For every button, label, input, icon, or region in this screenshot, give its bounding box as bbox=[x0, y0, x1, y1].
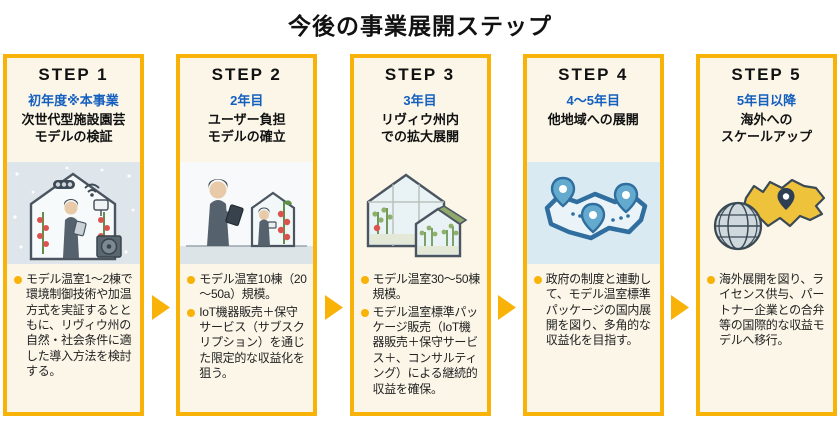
bullet-text: モデル温室1～2棟で環境制御技術や加温方式を実証するとともに、リヴィウ州の自然・… bbox=[26, 272, 133, 379]
step-card-5: STEP 5 5年目以降 海外への スケールアップ 海外展開を図り、ライセンス供 bbox=[696, 54, 837, 416]
bullet-dot-icon bbox=[187, 308, 196, 317]
steps-row: STEP 1 初年度※本事業 次世代型施設園芸 モデルの検証 bbox=[0, 54, 840, 416]
list-item: IoT機器販売＋保守サービス（サブスクリプション）を通じた限定的な収益化を狙う。 bbox=[187, 305, 307, 382]
bullet-dot-icon bbox=[360, 308, 369, 317]
step-arrow-icon bbox=[323, 294, 344, 326]
workers-tablet-greenhouse-illustration bbox=[180, 162, 314, 264]
list-item: モデル温室標準パッケージ販売（IoT機器販売＋保守サービス＋、コンサルティング）… bbox=[360, 304, 481, 397]
step-card-header: STEP 1 初年度※本事業 次世代型施設園芸 モデルの検証 bbox=[7, 58, 140, 162]
winter-greenhouse-iot-illustration bbox=[7, 162, 140, 264]
step-arrow-icon bbox=[496, 294, 517, 326]
region-map-pins-illustration bbox=[526, 162, 660, 264]
step-period: 2年目 bbox=[230, 93, 264, 108]
step-card-1: STEP 1 初年度※本事業 次世代型施設園芸 モデルの検証 bbox=[3, 54, 144, 416]
step-card-header: STEP 5 5年目以降 海外への スケールアップ bbox=[700, 58, 833, 162]
bullet-dot-icon bbox=[707, 276, 715, 284]
bullet-text: 海外展開を図り、ライセンス供与、パートナー企業との合弁等の国際的な収益モデルへ移… bbox=[719, 272, 825, 348]
step-card-header: STEP 2 2年目 ユーザー負担 モデルの確立 bbox=[180, 58, 313, 162]
step-card-4: STEP 4 4～5年目 他地域への展開 bbox=[522, 54, 664, 416]
bullet-dot-icon bbox=[360, 276, 369, 284]
step-arrow-icon bbox=[669, 294, 690, 326]
step-arrow-icon bbox=[150, 294, 171, 326]
list-item: 海外展開を図り、ライセンス供与、パートナー企業との合弁等の国際的な収益モデルへ移… bbox=[707, 272, 827, 349]
step-heading: 海外への スケールアップ bbox=[720, 112, 812, 144]
bullet-text: モデル温室10棟（20～50a）規模。 bbox=[199, 272, 307, 302]
step-label: STEP 4 bbox=[558, 65, 629, 84]
step-label: STEP 3 bbox=[384, 65, 456, 84]
bullet-dot-icon bbox=[14, 276, 22, 284]
step-heading: リヴィウ州内 での拡大展開 bbox=[380, 112, 459, 144]
bullet-list: モデル温室10棟（20～50a）規模。 IoT機器販売＋保守サービス（サブスクリ… bbox=[180, 272, 313, 412]
step-heading: 次世代型施設園芸 モデルの検証 bbox=[21, 112, 126, 144]
list-item: モデル温室30～50棟規模。 bbox=[360, 272, 481, 303]
globe-ukraine-map-illustration bbox=[700, 162, 833, 264]
bullet-text: モデル温室標準パッケージ販売（IoT機器販売＋保守サービス＋、コンサルティング）… bbox=[372, 304, 479, 396]
step-period: 3年目 bbox=[403, 93, 437, 108]
bullet-list: 海外展開を図り、ライセンス供与、パートナー企業との合弁等の国際的な収益モデルへ移… bbox=[700, 272, 833, 412]
bullet-text: モデル温室30～50棟規模。 bbox=[372, 272, 481, 302]
two-greenhouses-illustration bbox=[353, 162, 487, 264]
step-heading: ユーザー負担 モデルの確立 bbox=[207, 112, 286, 144]
step-period: 初年度※本事業 bbox=[28, 93, 119, 108]
bullet-list: 政府の制度と連動して、モデル温室標準パッケージの国内展開を図り、多角的な収益化を… bbox=[527, 272, 660, 412]
step-heading: 他地域への展開 bbox=[547, 112, 639, 127]
bullet-text: 政府の制度と連動して、モデル温室標準パッケージの国内展開を図り、多角的な収益化を… bbox=[545, 272, 652, 348]
bullet-dot-icon bbox=[533, 276, 542, 284]
step-card-header: STEP 4 4～5年目 他地域への展開 bbox=[527, 58, 660, 162]
bullet-list: モデル温室30～50棟規模。 モデル温室標準パッケージ販売（IoT機器販売＋保守… bbox=[354, 272, 487, 412]
step-card-header: STEP 3 3年目 リヴィウ州内 での拡大展開 bbox=[354, 58, 487, 162]
step-card-2: STEP 2 2年目 ユーザー負担 モデルの確立 bbox=[176, 54, 318, 416]
step-card-3: STEP 3 3年目 リヴィウ州内 での拡大展開 bbox=[349, 54, 491, 416]
step-label: STEP 1 bbox=[38, 65, 109, 84]
step-label: STEP 2 bbox=[211, 65, 282, 84]
bullet-dot-icon bbox=[187, 276, 196, 284]
step-label: STEP 5 bbox=[731, 65, 802, 84]
page-title: 今後の事業展開ステップ bbox=[288, 13, 552, 39]
list-item: 政府の制度と連動して、モデル温室標準パッケージの国内展開を図り、多角的な収益化を… bbox=[533, 272, 654, 349]
bullet-text: IoT機器販売＋保守サービス（サブスクリプション）を通じた限定的な収益化を狙う。 bbox=[199, 304, 305, 381]
list-item: モデル温室1～2棟で環境制御技術や加温方式を実証するとともに、リヴィウ州の自然・… bbox=[14, 272, 134, 380]
step-period: 4～5年目 bbox=[566, 93, 620, 108]
bullet-list: モデル温室1～2棟で環境制御技術や加温方式を実証するとともに、リヴィウ州の自然・… bbox=[7, 272, 140, 412]
step-period: 5年目以降 bbox=[736, 93, 797, 108]
list-item: モデル温室10棟（20～50a）規模。 bbox=[187, 272, 307, 303]
